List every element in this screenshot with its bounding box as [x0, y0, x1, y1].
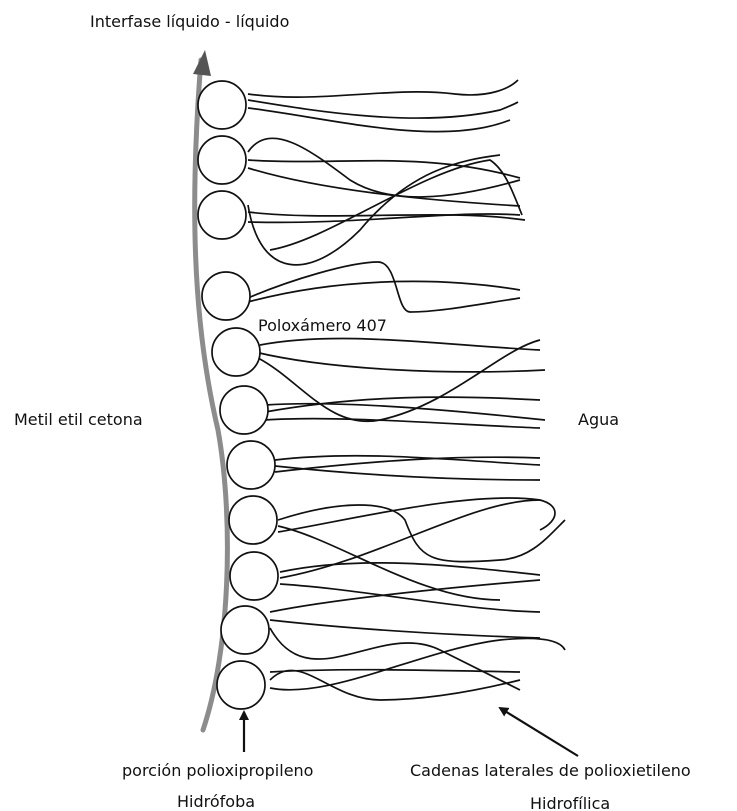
head-circle [198, 136, 246, 184]
poloxamer-label: Poloxámero 407 [258, 316, 387, 336]
hydrophobic-label: Hidrófoba [177, 792, 255, 811]
hydrophilic-part-label: Cadenas laterales de polioxietileno [410, 761, 691, 781]
head-circle [217, 661, 265, 709]
interface-label: Interfase líquido - líquido [90, 12, 289, 32]
head-circle [198, 81, 246, 129]
head-circle [230, 552, 278, 600]
head-circle [229, 496, 277, 544]
head-circle [227, 441, 275, 489]
aqueous-phase-label: Agua [578, 410, 619, 430]
head-circle [220, 386, 268, 434]
hydrophobic-part-label: porción polioxipropileno [122, 761, 313, 781]
head-circle [221, 606, 269, 654]
head-circle [202, 272, 250, 320]
hydrophilic-arrow-icon [500, 708, 578, 756]
polyoxyethylene-chains [248, 80, 565, 700]
head-circle [212, 328, 260, 376]
hydrophilic-label: Hidrofílica [530, 794, 610, 811]
interface-arrowhead-icon [193, 50, 211, 76]
organic-phase-label: Metil etil cetona [14, 410, 143, 430]
head-circle [198, 191, 246, 239]
